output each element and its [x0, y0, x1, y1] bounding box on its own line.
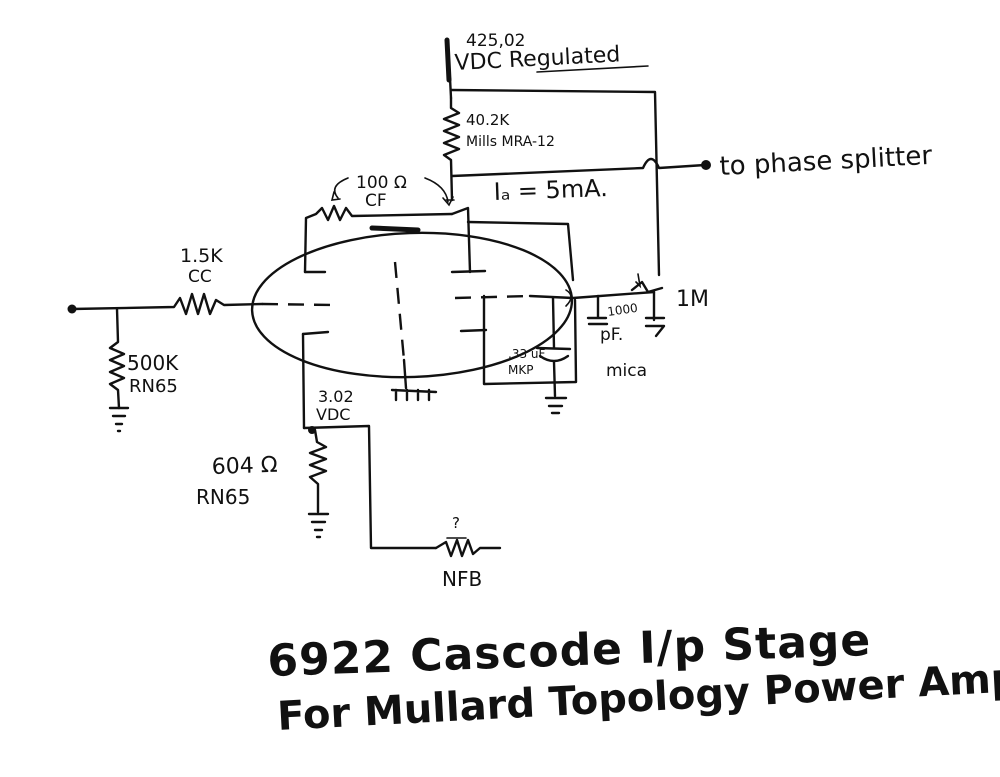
- title-block: 6922 Cascode I/p Stage For Mullard Topol…: [267, 615, 1000, 740]
- output-terminal: [701, 160, 711, 170]
- cathode-resistor-value: 604 Ω: [211, 453, 278, 480]
- gate-resistor-type: CF: [365, 191, 387, 211]
- tube-6922: [250, 225, 574, 430]
- tube-envelope: [250, 231, 574, 379]
- feedback-label: NFB: [442, 567, 482, 591]
- input-network: [67, 292, 264, 433]
- compensation-network: [586, 273, 666, 338]
- labels: 425,02 VDC Regulated 40.2K Mills MRA-12 …: [127, 31, 933, 591]
- to-phase-splitter-label: to phase splitter: [719, 141, 933, 182]
- supply-rail: [444, 37, 661, 277]
- cathode-network: [302, 424, 502, 558]
- cathode-voltage-value: 3.02: [318, 387, 354, 406]
- comp-cap-type: mica: [606, 361, 647, 381]
- input-resistor-value: 1.5K: [180, 245, 223, 267]
- comp-cap-unit: pF.: [600, 325, 623, 345]
- feedback-value: ?: [452, 514, 460, 532]
- input-resistor-type: CC: [188, 267, 212, 287]
- gate-resistor-value: 100 Ω: [356, 173, 407, 193]
- pot-value: 1M: [676, 287, 709, 312]
- comp-cap-value: 1000: [606, 301, 638, 319]
- cathode-voltage-unit: VDC: [316, 405, 350, 424]
- upper-plate-wire: [445, 199, 575, 282]
- cathode-resistor-type: RN65: [196, 485, 250, 509]
- bypass-cap-type: MKP: [508, 363, 533, 377]
- plate-resistor: [442, 96, 461, 202]
- supply-voltage-label: 425,02: [466, 31, 525, 51]
- grid-leak-value: 500K: [127, 351, 179, 375]
- bypass-cap-value: .33 uF: [508, 347, 546, 361]
- grid-leak-type: RN65: [129, 376, 178, 397]
- bias-network: [482, 289, 656, 415]
- plate-current-label: Iₐ = 5mA.: [493, 174, 608, 206]
- output-wire: [450, 157, 711, 178]
- plate-resistor-type: Mills MRA-12: [466, 134, 555, 150]
- plate-resistor-value: 40.2K: [466, 111, 510, 129]
